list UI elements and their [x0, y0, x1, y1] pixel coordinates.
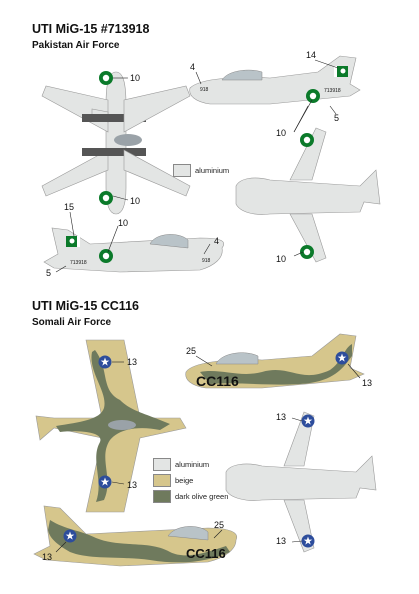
callout-13-upper: 13 — [362, 378, 372, 388]
callout-5-lower: 5 — [46, 268, 51, 278]
legend-swatch-aluminium-1 — [173, 164, 191, 177]
tail-serial-lower: 713918 — [70, 260, 87, 266]
somali-roundel-plan-1 — [301, 414, 315, 428]
callout-13-plan-1: 13 — [276, 412, 286, 422]
section1-title: UTI MiG-15 #713918 — [32, 22, 150, 36]
callout-13-top-2: 13 — [127, 480, 137, 490]
section1-subtitle: Pakistan Air Force — [32, 40, 120, 51]
somali-roundel-top-2 — [98, 475, 112, 489]
callout-10-plan: 10 — [276, 254, 286, 264]
callout-10-upper: 10 — [276, 128, 286, 138]
callout-13-lower: 13 — [42, 552, 52, 562]
callout-10-top-1: 10 — [130, 73, 140, 83]
legend-label-aluminium-2: aluminium — [175, 460, 210, 469]
tail-serial-upper: 713918 — [324, 88, 341, 94]
callout-25-lower: 25 — [214, 520, 224, 530]
callout-13-top-1: 13 — [127, 357, 137, 367]
pak-roundel-side-upper — [306, 89, 320, 103]
somali-roundel-side-lower — [63, 529, 77, 543]
somali-roundel-side-upper — [335, 351, 349, 365]
callout-25-upper: 25 — [186, 346, 196, 356]
pak-roundel-plan-2 — [300, 245, 314, 259]
section2-subtitle: Somali Air Force — [32, 317, 112, 328]
legend-label-beige: beige — [175, 476, 194, 485]
pak-roundel-top-1 — [99, 71, 113, 85]
pak-side-view-upper — [189, 55, 361, 105]
callout-14: 14 — [306, 50, 316, 60]
code-upper: CC116 — [196, 373, 239, 389]
legend-swatch-aluminium-2 — [153, 458, 171, 471]
callout-4-upper: 4 — [190, 62, 195, 72]
legend-label-olive: dark olive green — [175, 492, 229, 501]
somali-roundel-plan-2 — [301, 534, 315, 548]
section2-title: UTI MiG-15 CC116 — [32, 299, 139, 313]
somali-roundel-top-1 — [98, 355, 112, 369]
callout-15: 15 — [64, 202, 74, 212]
pak-roundel-plan-1 — [300, 133, 314, 147]
nose-number-upper: 918 — [200, 87, 209, 93]
somali-top-view — [35, 339, 187, 513]
leader-lines-section2 — [55, 355, 361, 553]
pak-top-view — [41, 71, 191, 215]
pak-plan-view — [235, 127, 381, 263]
pak-roundel-top-2 — [99, 191, 113, 205]
somali-side-view-lower — [33, 505, 238, 567]
nose-number-lower: 918 — [202, 258, 211, 264]
leader-lines-section1 — [55, 59, 339, 273]
somali-side-view-upper — [185, 333, 365, 389]
callout-10-top-2: 10 — [130, 196, 140, 206]
callout-5-upper: 5 — [334, 113, 339, 123]
callout-10-lower: 10 — [118, 218, 128, 228]
legend-label-aluminium-1: aluminium — [195, 166, 230, 175]
pak-roundel-side-lower — [99, 249, 113, 263]
pak-side-view-lower — [43, 227, 224, 273]
somali-plan-view — [225, 411, 377, 553]
callout-13-plan-2: 13 — [276, 536, 286, 546]
legend-swatch-beige — [153, 474, 171, 487]
callout-4-lower: 4 — [214, 236, 219, 246]
code-lower: CC116 — [186, 546, 226, 561]
legend-swatch-olive — [153, 490, 171, 503]
